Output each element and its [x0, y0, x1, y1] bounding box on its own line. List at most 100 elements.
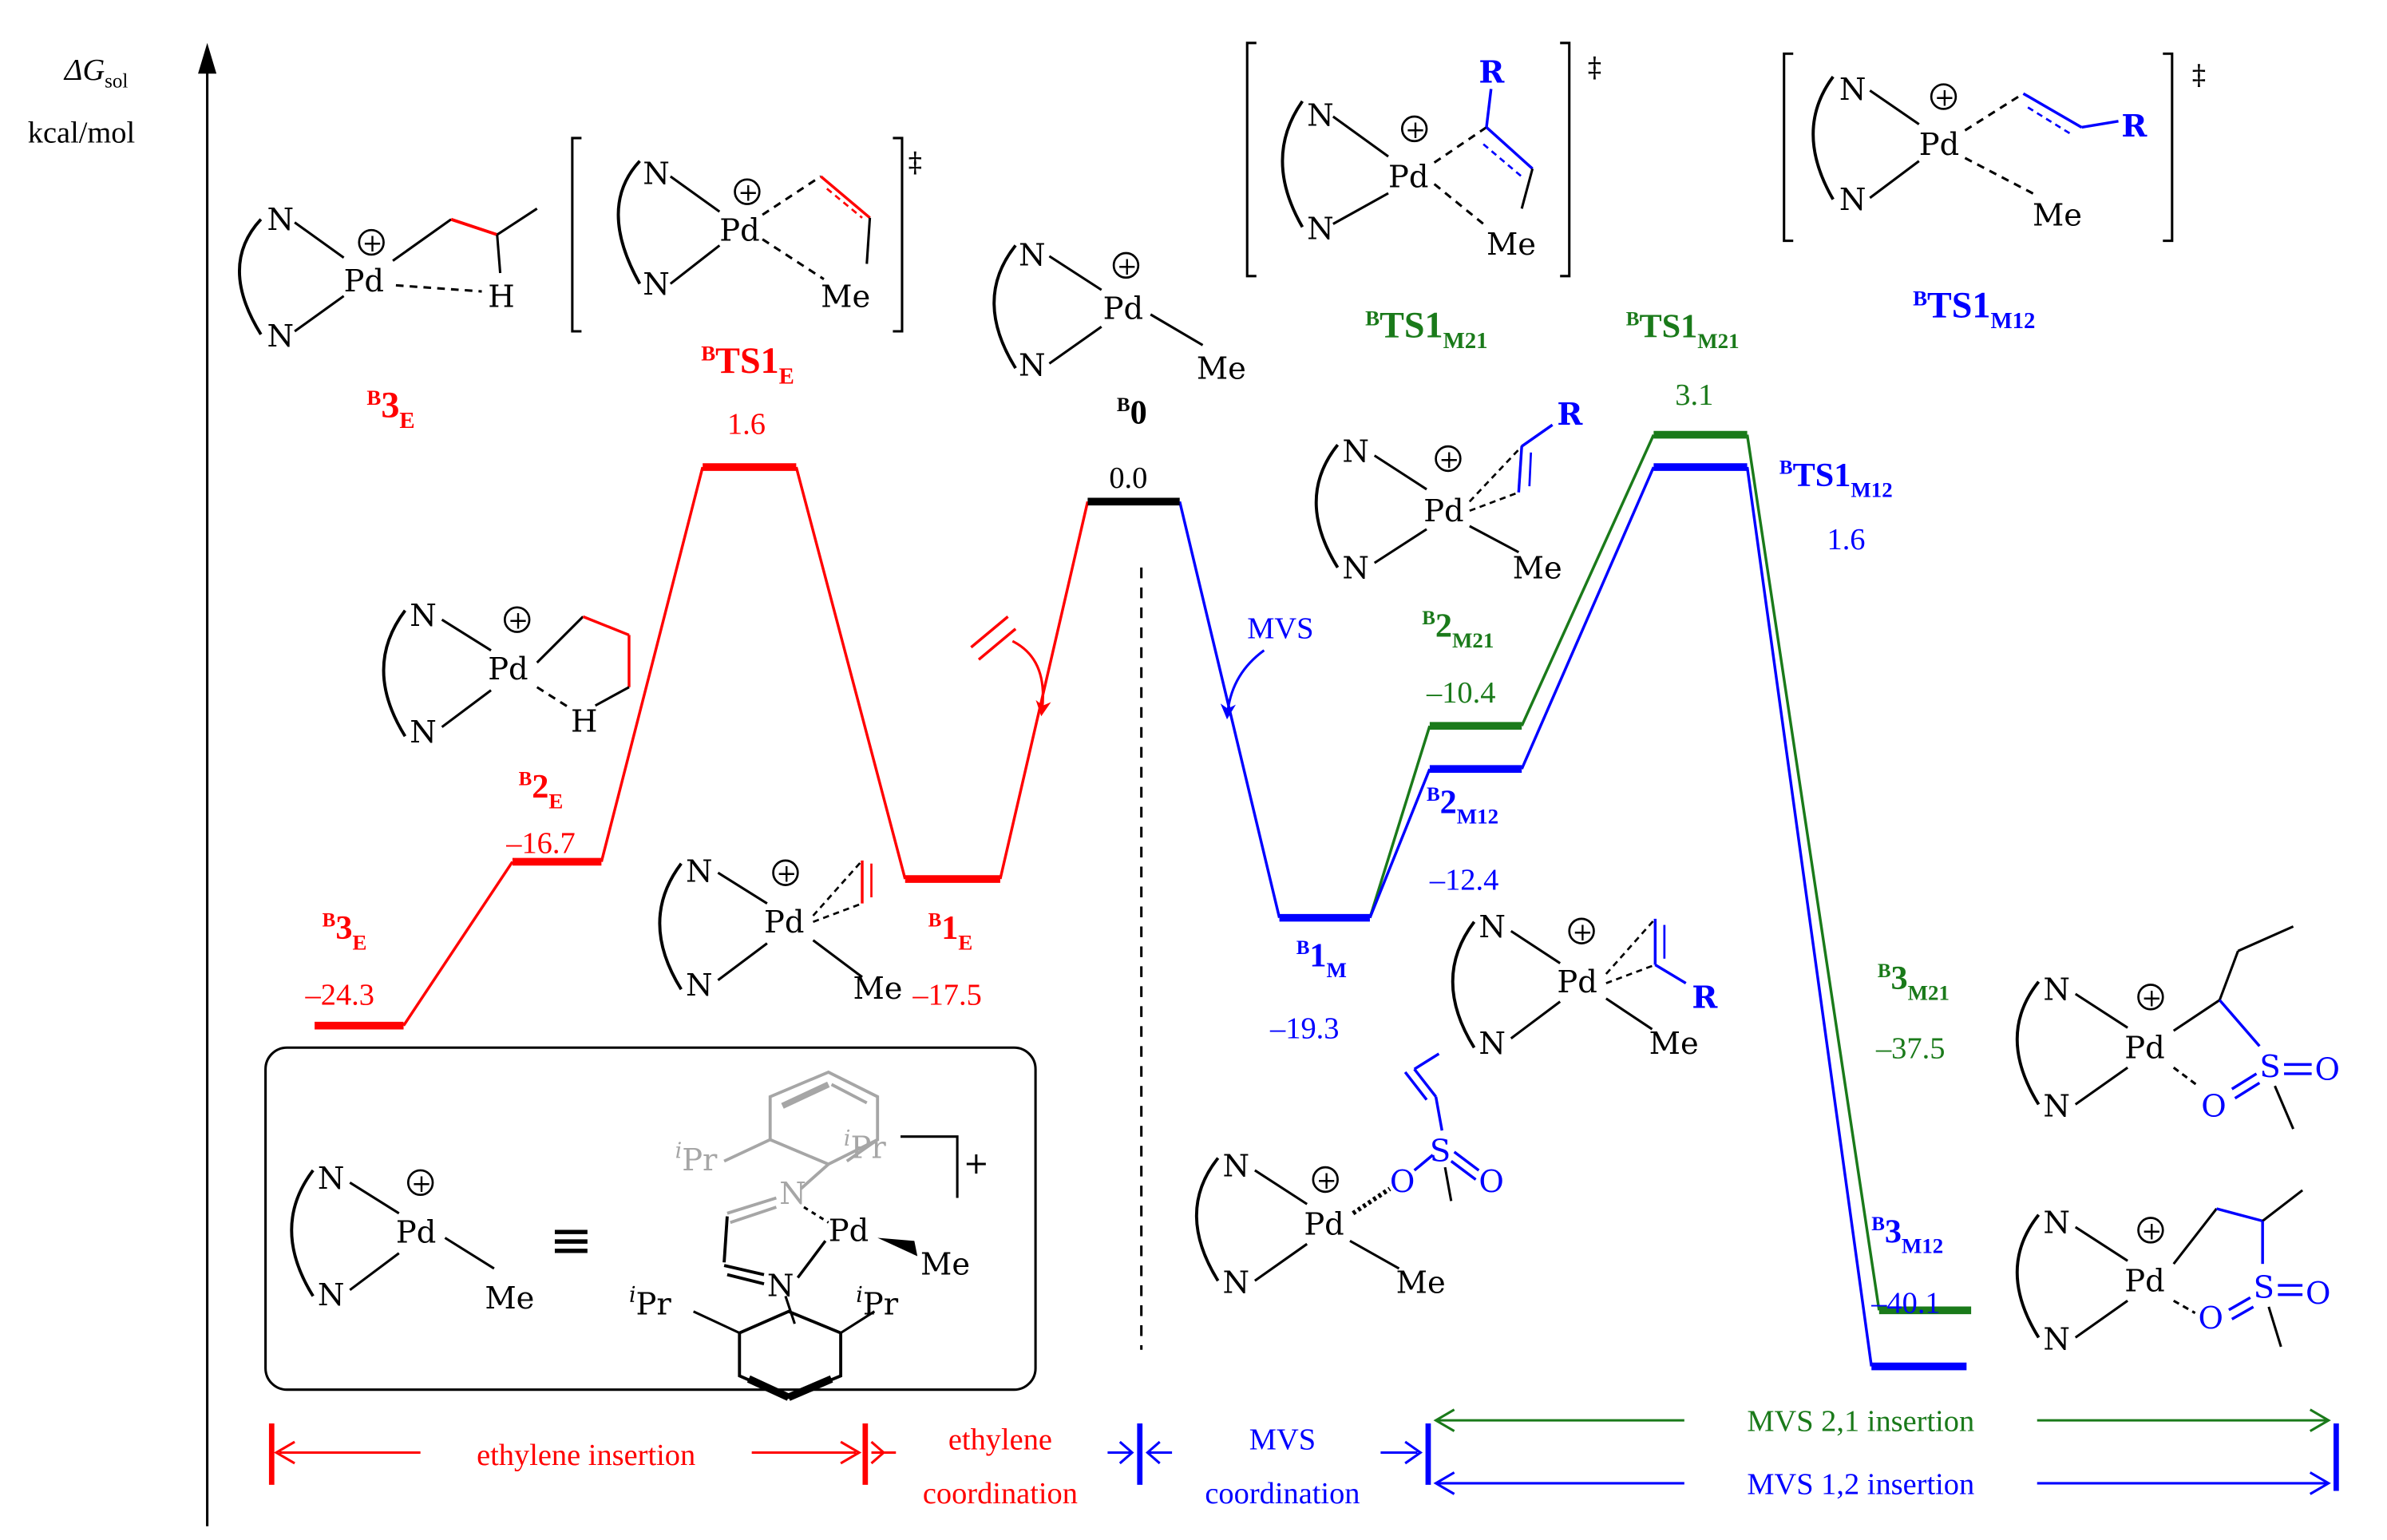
svg-text:Pd: Pd [1557, 964, 1597, 1000]
connector-B3E-B2E [402, 861, 514, 1027]
label-TS1E-top: BTS1E [701, 340, 794, 389]
svg-text:Pd: Pd [1423, 493, 1463, 529]
level-name-BTS1M21: BTS1M21 [1626, 308, 1740, 353]
svg-text:iPr: iPr [844, 1126, 886, 1166]
stage-brackets [268, 1408, 2339, 1495]
svg-text:O: O [2306, 1276, 2331, 1312]
stage-mvs-21-insertion: MVS 2,1 insertion [1747, 1405, 1974, 1439]
svg-text:Pd: Pd [719, 213, 759, 249]
svg-text:Me: Me [821, 279, 870, 315]
svg-text:Pd: Pd [1388, 159, 1428, 195]
level-value-B1M: –19.3 [1269, 1012, 1339, 1046]
svg-text:Pd: Pd [764, 905, 804, 940]
svg-text:+: + [1439, 445, 1459, 474]
level-value-B2M21: –10.4 [1426, 676, 1495, 710]
svg-text:Pd: Pd [488, 651, 528, 687]
svg-text:iPr: iPr [675, 1139, 718, 1178]
svg-text:N: N [779, 1176, 806, 1212]
svg-text:Me: Me [1197, 351, 1246, 387]
label-TS1M21-top: BTS1M21 [1365, 305, 1487, 354]
svg-text:N: N [686, 968, 713, 1004]
structure-3M21: N N Pd + S O O [2015, 925, 2340, 1130]
svg-text:Pd: Pd [2124, 1264, 2164, 1300]
level-value-B0: 0.0 [1109, 461, 1147, 495]
svg-text:+: + [362, 229, 383, 258]
mvs-arrow: MVS [1220, 612, 1313, 720]
svg-text:Me: Me [1396, 1265, 1446, 1301]
structure-TS1M12: ‡ N N Pd + R Me [1783, 52, 2206, 243]
svg-text:N: N [1479, 1026, 1506, 1062]
level-name-B2M12: B2M12 [1427, 783, 1498, 828]
svg-text:+: + [1934, 84, 1955, 113]
svg-text:O: O [2314, 1052, 2340, 1088]
svg-text:+: + [2141, 1217, 2162, 1245]
svg-text:H: H [571, 703, 598, 739]
structure-2M12: N N Pd + R Me [1451, 909, 1718, 1062]
structure-1M: N N Pd + O S O Me [1194, 1052, 1504, 1301]
svg-text:N: N [1223, 1149, 1250, 1185]
level-value-B3M21: –37.5 [1875, 1032, 1945, 1066]
mvs-arrow-label: MVS [1247, 612, 1313, 645]
svg-text:+: + [1405, 116, 1426, 144]
stage-ethylene-coordination-2: coordination [923, 1477, 1078, 1510]
stage-mvs-coordination-1: MVS [1249, 1423, 1316, 1457]
level-name-B0: B0 [1117, 394, 1147, 431]
structure-1E: N N Pd + Me [658, 854, 903, 1007]
svg-text:N: N [318, 1161, 345, 1197]
level-labels: B3E–24.3B2E–16.71.6B1E–17.5B00.0B1M–19.3… [305, 308, 1950, 1320]
svg-text:R: R [1479, 55, 1505, 91]
connector-B0-B1M [1178, 501, 1281, 919]
stage-mvs-12-insertion: MVS 1,2 insertion [1747, 1467, 1974, 1501]
svg-text:R: R [1557, 397, 1583, 433]
svg-text:Pd: Pd [1103, 291, 1143, 327]
svg-text:N: N [1019, 237, 1046, 273]
svg-text:R: R [1692, 980, 1718, 1015]
svg-text:N: N [1019, 348, 1046, 384]
svg-text:Pd: Pd [344, 263, 384, 299]
svg-text:N: N [2043, 972, 2070, 1008]
svg-text:N: N [267, 202, 295, 238]
ethylene-arrow [970, 616, 1051, 717]
svg-text:S: S [2254, 1269, 2274, 1305]
svg-text:+: + [1573, 918, 1593, 947]
label-3E-top: B3E [366, 385, 414, 433]
svg-text:Pd: Pd [2124, 1031, 2164, 1067]
svg-text:N: N [410, 715, 437, 750]
energy-levels [315, 430, 1972, 1371]
svg-text:N: N [1342, 550, 1369, 586]
level-value-B3M12: –40.1 [1870, 1287, 1940, 1320]
stage-ethylene-insertion: ethylene insertion [477, 1439, 695, 1472]
structure-TS1M21: ‡ N N Pd + R Me [1245, 42, 1601, 278]
svg-text:+: + [508, 607, 528, 635]
connector-BTS1M12-B3M12 [1745, 466, 1873, 1367]
level-value-BTS1M21: 3.1 [1675, 378, 1713, 412]
svg-text:S: S [1430, 1133, 1451, 1169]
svg-text:N: N [2043, 1205, 2070, 1241]
svg-text:S: S [2259, 1049, 2280, 1085]
level-name-B1M: B1M [1296, 936, 1347, 981]
structure-B0: N N Pd + Me [992, 237, 1246, 387]
svg-text:N: N [2043, 1089, 2070, 1125]
svg-text:+: + [1117, 252, 1138, 281]
svg-text:N: N [1342, 433, 1369, 469]
svg-text:Pd: Pd [1919, 127, 1959, 163]
connector-B2E-BTS1E [600, 466, 704, 862]
svg-text:‡: ‡ [1588, 52, 1601, 84]
svg-text:N: N [1307, 212, 1334, 247]
svg-text:+: + [2141, 984, 2162, 1012]
svg-text:Me: Me [1513, 550, 1562, 586]
level-value-BTS1E: 1.6 [727, 408, 766, 441]
svg-text:N: N [686, 854, 713, 890]
svg-text:N: N [318, 1277, 345, 1313]
svg-text:N: N [2043, 1322, 2070, 1358]
level-value-B1E: –17.5 [912, 978, 981, 1011]
svg-text:N: N [267, 319, 295, 354]
structure-3M12: N N Pd + S O O [2015, 1189, 2331, 1358]
stage-ethylene-coordination-1: ethylene [948, 1423, 1052, 1457]
svg-text:Pd: Pd [396, 1214, 436, 1250]
equiv-sign: ≡ [549, 1209, 593, 1270]
svg-text:Pd: Pd [829, 1213, 869, 1249]
axis-unit: kcal/mol [28, 117, 135, 150]
connector-B1M-B2M21 [1368, 725, 1431, 919]
